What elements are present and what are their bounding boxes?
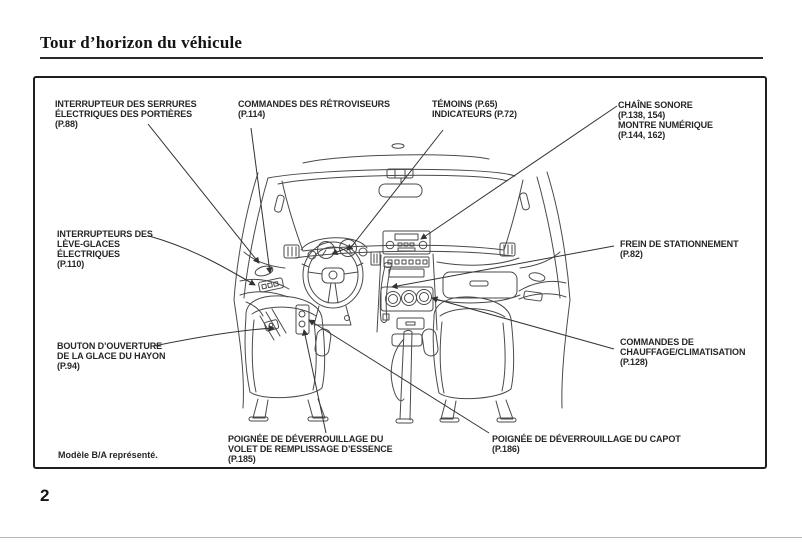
leader-windows (148, 235, 256, 286)
callout-page-ref: (P.144, 162) (618, 130, 666, 140)
callout-page-ref: (P.94) (57, 361, 80, 371)
map-light-console (386, 168, 414, 179)
leader-climate (431, 296, 615, 350)
rearview-mirror (378, 177, 423, 198)
callout-line: VOLET DE REMPLISSAGE D’ESSENCE (228, 444, 393, 454)
grab-handle-left (274, 194, 285, 213)
passenger-seat (421, 296, 517, 423)
callout-hood: POIGNÉE DE DÉVERROUILLAGE DU CAPOT (P.18… (492, 434, 681, 454)
passenger-door (518, 251, 571, 409)
callout-page-ref: (P.138, 154) (618, 110, 666, 120)
leader-indicators (351, 129, 444, 247)
callout-parking-brake: FREIN DE STATIONNEMENT (P.82) (620, 239, 739, 259)
mirror-control-switch (254, 265, 274, 277)
leader-tailgate-glass (153, 325, 275, 347)
callout-audio: CHAÎNE SONORE (P.138, 154) MONTRE NUMÉRI… (618, 100, 713, 140)
vehicle-interior-diagram (147, 105, 618, 434)
callout-line: INDICATEURS (P.72) (432, 109, 517, 119)
callout-climate: COMMANDES DE CHAUFFAGE/CLIMATISATION (P.… (620, 337, 745, 367)
leader-mirrors (250, 127, 273, 274)
callout-line: CHAUFFAGE/CLIMATISATION (620, 347, 746, 357)
window-switch-panel (258, 277, 284, 293)
leader-parking-brake (391, 245, 615, 290)
steering-wheel (301, 241, 364, 326)
callout-line: TÉMOINS (P.65) (432, 99, 498, 109)
callout-line: ÉLECTRIQUES (57, 249, 120, 259)
glove-box (436, 257, 521, 304)
leader-indicators-branch-2 (346, 243, 355, 251)
leader-audio (420, 105, 618, 240)
leader-fuel-filler (301, 329, 327, 434)
title-rule (40, 57, 763, 59)
climate-controls (380, 286, 434, 347)
dash-vent-left (283, 244, 300, 259)
page-number: 2 (40, 486, 50, 505)
callout-tailgate-glass: BOUTON D’OUVERTURE DE LA GLACE DU HAYON … (57, 341, 165, 371)
callout-line: LÈVE-GLACES (57, 239, 120, 249)
dome-light (391, 143, 405, 149)
callout-page-ref: (P.110) (57, 259, 85, 269)
callout-door-locks: INTERRUPTEUR DES SERRURES ÉLECTRIQUES DE… (55, 99, 197, 129)
callout-page-ref: (P.185) (228, 454, 256, 464)
page-title: Tour d’horizon du véhicule (40, 33, 243, 52)
callout-line: POIGNÉE DE DÉVERROUILLAGE DU (228, 434, 384, 444)
leader-hood (308, 319, 490, 434)
audio-unit (382, 230, 431, 255)
dash-vent-right (499, 242, 516, 257)
leader-door-locks (147, 123, 260, 264)
callout-line: DE LA GLACE DU HAYON (57, 351, 166, 361)
callout-page-ref: (P.186) (492, 444, 520, 454)
center-console-lever (390, 330, 414, 424)
callout-page-ref: (P.88) (55, 119, 78, 129)
callout-windows: INTERRUPTEURS DES LÈVE-GLACES ÉLECTRIQUE… (57, 229, 153, 269)
callout-line: INTERRUPTEURS DES (57, 229, 153, 239)
callout-page-ref: (P.114) (238, 109, 266, 119)
parking-brake-lever (379, 262, 393, 323)
callout-line: MONTRE NUMÉRIQUE (618, 120, 713, 130)
driver-door (233, 251, 290, 409)
driver-seat (244, 295, 332, 422)
callout-line: COMMANDES DE (620, 337, 694, 347)
callout-line: FREIN DE STATIONNEMENT (620, 239, 739, 249)
sunroof-edge (302, 154, 490, 164)
callout-leader-lines (147, 105, 618, 434)
callout-fuel-filler: POIGNÉE DE DÉVERROUILLAGE DU VOLET DE RE… (228, 434, 393, 464)
callout-mirrors: COMMANDES DES RÉTROVISEURS (P.114) (238, 99, 390, 119)
footer-rule (0, 537, 802, 538)
callout-page-ref: (P.82) (620, 249, 643, 259)
grab-handle-right (519, 192, 530, 211)
callout-line: POIGNÉE DE DÉVERROUILLAGE DU CAPOT (492, 434, 681, 444)
callout-line: BOUTON D’OUVERTURE (57, 341, 163, 351)
callout-page-ref: (P.128) (620, 357, 648, 367)
model-note: Modèle B/A représenté. (58, 450, 158, 460)
callout-line: CHAÎNE SONORE (618, 100, 693, 110)
cabin-line-art (233, 143, 571, 424)
callout-line: ÉLECTRIQUES DES PORTIÈRES (55, 109, 193, 119)
callout-indicators: TÉMOINS (P.65) INDICATEURS (P.72) (432, 99, 517, 119)
callout-line: COMMANDES DES RÉTROVISEURS (238, 99, 390, 109)
diagram-frame (33, 76, 767, 469)
callout-line: INTERRUPTEUR DES SERRURES (55, 99, 197, 109)
